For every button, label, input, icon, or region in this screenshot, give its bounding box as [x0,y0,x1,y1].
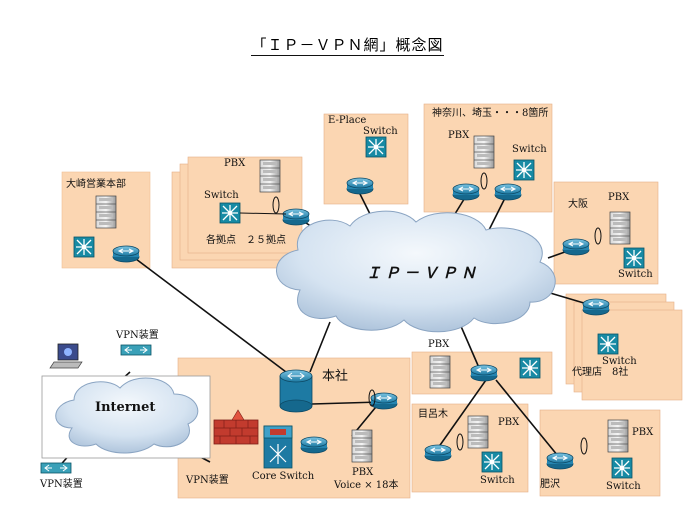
osaki-label: 大崎営業本部 [66,179,126,190]
eplace-router [346,177,374,195]
agents-switch-label: Switch [602,356,637,367]
honsha-label: 本社 [322,369,349,384]
vpn-device-top [120,344,152,356]
core-switch [263,425,293,469]
eplace-label: E-Place [328,115,367,126]
osaka-switch [623,247,645,269]
kitazawa-pbx-label: PBX [632,427,654,438]
internet-cloud-label: Internet [95,400,156,415]
honsha-phone-link [368,389,376,407]
osaka-pbx-server [609,211,631,245]
osaki-switch [73,236,95,258]
eplace-switch [365,136,387,158]
meguro-switch-label: Switch [480,475,515,486]
laptop-icon [49,343,83,369]
branches-switch [219,202,241,224]
meguro-phone-link [456,433,464,451]
page-title: 「ＩＰ－ＶＰＮ網」概念図 [0,34,695,56]
vpn-device-bottom [40,462,72,474]
branches-note: 各拠点 ２５拠点 [206,235,286,246]
branches-phone-link [239,196,287,215]
core-switch-label: Core Switch [252,471,315,482]
eplace-switch-label: Switch [363,126,398,137]
agents-switch [597,333,619,355]
kanagawa-phone-link [480,172,488,190]
kanagawa-router-1 [452,183,480,201]
osaka-switch-label: Switch [618,269,653,280]
internet-cloud [41,375,211,459]
osaki-server [95,195,117,229]
branches-pbx-label: PBX [224,158,246,169]
osaka-router [562,238,590,256]
ipvpn-cloud-label: ＩＰ－ＶＰＮ [366,264,481,282]
honsha-vpn-label: VPN装置 [186,475,229,486]
meguro-switch [481,451,503,473]
center-pbx-label: PBX [428,339,450,350]
honsha-pbx-server [351,429,373,463]
kitazawa-switch [611,457,633,479]
kanagawa-label: 神奈川、埼玉・・・8箇所 [432,108,549,119]
honsha-voice-label: Voice × 18本 [334,480,399,491]
kanagawa-pbx-label: PBX [448,130,470,141]
osaka-label: 大阪 [568,199,588,210]
osaka-pbx-label: PBX [608,192,630,203]
kitazawa-router [546,452,574,470]
honsha-cylinder-router [279,369,313,413]
center-pbx-server [429,355,451,389]
agents-label: 代理店 8社 [572,367,629,378]
title-text: 「ＩＰ－ＶＰＮ網」概念図 [251,36,444,56]
kitazawa-phone-link [580,437,588,455]
vpn-bottom-label: VPN装置 [40,479,83,490]
meguro-pbx-label: PBX [498,417,520,428]
kitazawa-switch-label: Switch [606,481,641,492]
firewall-icon [213,409,259,445]
site-agents-bg [565,293,683,401]
kanagawa-switch-label: Switch [512,144,547,155]
ipvpn-cloud [276,210,556,333]
branches-pbx-server [259,159,281,193]
branches-switch-label: Switch [204,190,239,201]
center-router [470,364,498,382]
kitazawa-label: 肥沢 [540,479,560,490]
meguro-pbx-server [467,415,489,449]
meguro-router [424,444,452,462]
kanagawa-pbx-server [473,135,495,169]
agents-router [582,298,610,316]
vpn-top-label: VPN装置 [116,330,159,341]
center-switch [519,357,541,379]
osaka-phone-link [594,227,602,245]
honsha-router-1 [300,436,328,454]
meguro-label: 目呂木 [418,409,448,420]
honsha-pbx-label: PBX [352,467,374,478]
osaki-router [112,245,140,263]
kanagawa-switch [513,159,535,181]
branches-router [282,208,310,226]
kanagawa-router-2 [494,183,522,201]
kitazawa-pbx-server [607,419,629,453]
